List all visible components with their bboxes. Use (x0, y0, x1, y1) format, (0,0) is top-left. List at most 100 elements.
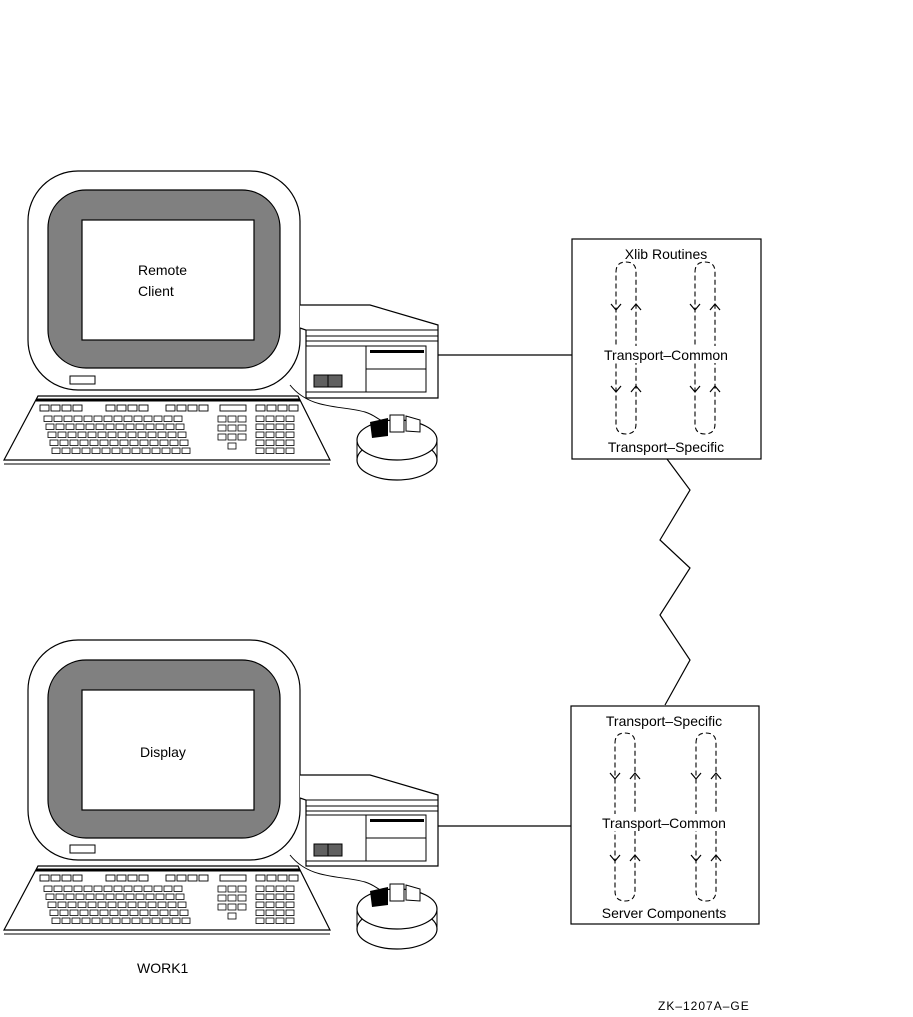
keyboard-key (275, 917, 285, 924)
keyboard-key (105, 874, 116, 882)
keyboard-key (45, 423, 55, 430)
client-stack-bottom-label: Transport–Specific (608, 439, 724, 455)
keyboard-key (177, 431, 187, 438)
keyboard-key (73, 885, 83, 892)
keyboard-key (198, 404, 209, 412)
keyboard-key (227, 424, 237, 432)
keyboard-key (105, 893, 115, 900)
keyboard-key (266, 874, 277, 882)
keyboard-key (75, 893, 85, 900)
keyboard-key (47, 901, 57, 908)
keyboard-key (275, 447, 285, 454)
keyboard-key (145, 893, 155, 900)
keyboard-key (265, 431, 275, 438)
client-stack-flow-loops (610, 261, 721, 435)
server-protocol-stack: Transport–Specific Transport–Common Serv… (570, 705, 760, 925)
keyboard-key (217, 894, 227, 902)
keyboard-key (288, 874, 299, 882)
keyboard-key (285, 909, 295, 916)
keyboard-key (151, 447, 161, 454)
keyboard-key (217, 415, 227, 423)
keyboard-key (157, 431, 167, 438)
down-arrow-icon (610, 303, 622, 311)
flow-loop (614, 732, 636, 902)
keyboard-key (61, 404, 72, 412)
keyboard-key (129, 909, 139, 916)
keyboard-key (285, 415, 295, 422)
down-arrow-icon (610, 385, 622, 393)
keyboard-key (181, 447, 191, 454)
keyboard-key (89, 909, 99, 916)
keyboard-key (265, 415, 275, 422)
keyboard-key (107, 431, 117, 438)
remote-screen-label-line2: Client (138, 283, 174, 299)
keyboard-key (163, 415, 173, 422)
keyboard-key (165, 874, 176, 882)
keyboard-key (39, 874, 50, 882)
keyboard-key (163, 885, 173, 892)
keyboard-key (227, 415, 237, 423)
keyboard-key (275, 439, 285, 446)
keyboard-key (217, 424, 227, 432)
keyboard-key (51, 447, 61, 454)
keyboard-key (55, 893, 65, 900)
keyboard-key (173, 885, 183, 892)
display-workstation: Display WORK1 (3, 639, 439, 976)
keyboard-key (169, 439, 179, 446)
keyboard-key (288, 404, 299, 412)
keyboard-key (57, 901, 67, 908)
keyboard-key (147, 431, 157, 438)
up-arrow-icon (709, 303, 721, 311)
keyboard-key (97, 431, 107, 438)
keyboard-key (73, 415, 83, 422)
keyboard-key (135, 893, 145, 900)
keyboard-key (171, 447, 181, 454)
keyboard-key (175, 423, 185, 430)
keyboard-key (63, 885, 73, 892)
keyboard-key (95, 893, 105, 900)
keyboard-key (277, 404, 288, 412)
keyboard-key (165, 893, 175, 900)
keyboard-key (169, 909, 179, 916)
server-stack-middle-label: Transport–Common (602, 815, 726, 831)
remote-monitor: Remote Client (27, 170, 301, 391)
keyboard-key (285, 917, 295, 924)
keyboard-key (285, 447, 295, 454)
keyboard-key (87, 901, 97, 908)
keyboard-key (255, 415, 265, 422)
keyboard-key (83, 415, 93, 422)
keyboard-key (175, 893, 185, 900)
keyboard-key (105, 404, 116, 412)
keyboard-key (187, 874, 198, 882)
keyboard-key (72, 404, 83, 412)
keyboard-key (237, 894, 247, 902)
remote-client-workstation: Remote Client (3, 170, 439, 481)
keyboard-key (227, 433, 237, 441)
workstation-caption: WORK1 (137, 960, 189, 976)
display-mouse (289, 854, 438, 950)
server-stack-bottom-label: Server Components (602, 905, 727, 921)
keyboard-key (121, 917, 131, 924)
keyboard-key (61, 917, 71, 924)
keyboard-key (143, 885, 153, 892)
keyboard-key (227, 912, 237, 920)
keyboard-key (161, 917, 171, 924)
display-keyboard (3, 865, 331, 935)
keyboard-key (53, 885, 63, 892)
keyboard-key (67, 901, 77, 908)
down-arrow-icon (689, 385, 701, 393)
keyboard-key (141, 447, 151, 454)
keyboard-key (79, 909, 89, 916)
up-arrow-icon (630, 385, 642, 393)
keyboard-key (137, 431, 147, 438)
keyboard-key (69, 909, 79, 916)
keyboard-key (285, 431, 295, 438)
keyboard-key (119, 439, 129, 446)
keyboard-key (117, 901, 127, 908)
remote-system-unit (299, 304, 439, 399)
keyboard-key (187, 404, 198, 412)
keyboard-key (149, 909, 159, 916)
keyboard-key (133, 415, 143, 422)
keyboard-key (53, 415, 63, 422)
keyboard-key (255, 885, 265, 892)
